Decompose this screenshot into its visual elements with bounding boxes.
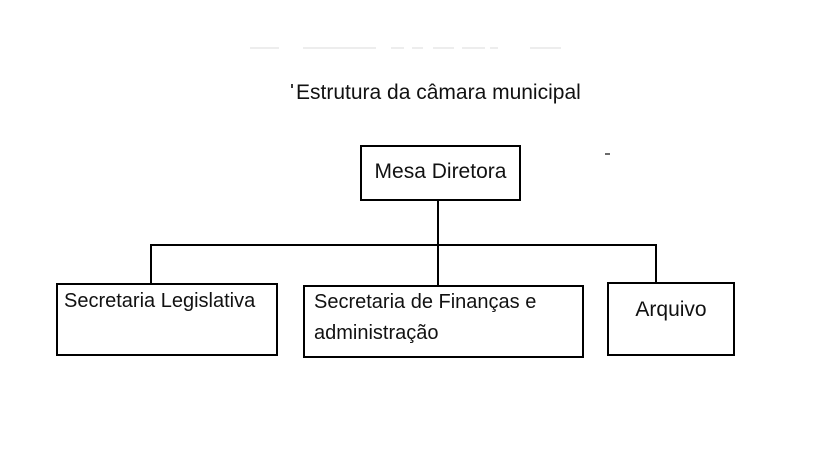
org-node-mesa-diretora: Mesa Diretora (360, 145, 521, 201)
erased-text-artifact (462, 47, 485, 49)
org-node-secretaria-legislativa: Secretaria Legislativa (56, 283, 278, 356)
connector-drop-left (150, 244, 152, 283)
erased-text-artifact (433, 47, 454, 49)
stray-dash-mark (605, 153, 610, 155)
erased-text-artifact (412, 47, 423, 49)
erased-text-artifact (490, 47, 498, 49)
chart-title: Estrutura da câmara municipal (296, 81, 581, 104)
connector-horizontal-bar (150, 244, 657, 246)
connector-drop-middle (437, 244, 439, 285)
erased-text-artifact (530, 47, 561, 49)
stray-tick-mark (291, 84, 293, 88)
erased-text-artifact (391, 47, 404, 49)
org-node-arquivo: Arquivo (607, 282, 735, 356)
connector-root-vertical (437, 201, 439, 245)
org-node-secretaria-financas-administracao: Secretaria de Finanças e administração (303, 285, 584, 358)
erased-text-artifact (303, 47, 376, 49)
connector-drop-right (655, 244, 657, 282)
erased-text-artifact (250, 47, 279, 49)
